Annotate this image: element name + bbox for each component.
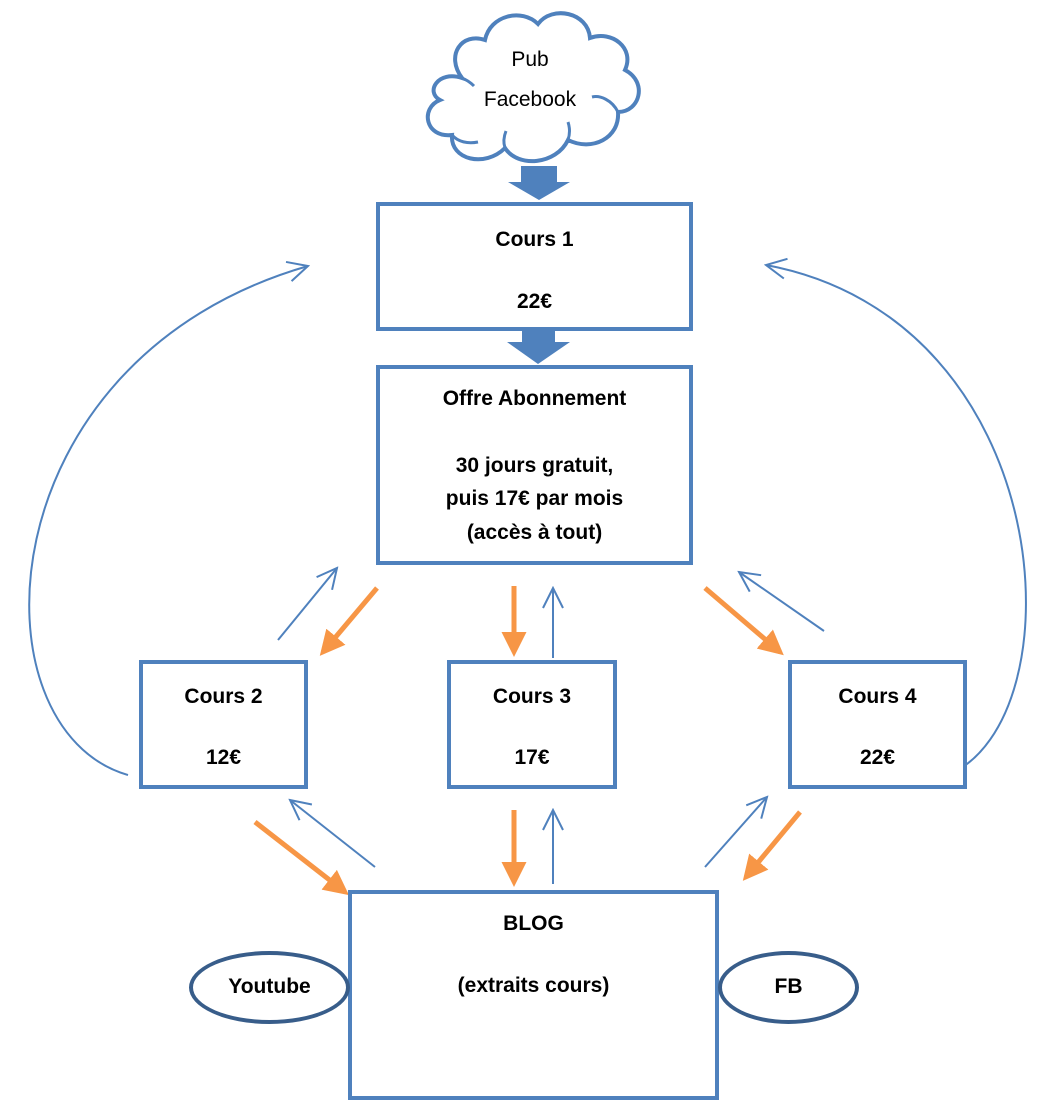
offre-box [376,365,693,565]
offre-title: Offre Abonnement [442,387,627,410]
youtube-label: Youtube [228,975,311,998]
blog-to-cours4-arrow [704,797,767,868]
offre-to-cours4-arrow [703,586,784,656]
cloud-label-line2: Facebook [483,88,577,111]
cours1-price: 22€ [516,290,553,313]
fb-oval [718,951,859,1024]
offre-line2: puis 17€ par mois [445,487,624,510]
cours3-price: 17€ [514,746,550,769]
cours3-box [447,660,617,789]
cours2-to-offre-arrow [277,568,337,641]
left-return-arc [28,266,308,776]
cours1-box [376,202,693,331]
blog-box [348,890,719,1100]
cloud-to-cours1-arrow [508,166,570,200]
offre-line3: (accès à tout) [466,521,603,544]
right-return-arc [766,265,1027,776]
cours4-to-blog-arrow [742,810,802,881]
blog-subtitle: (extraits cours) [457,974,610,997]
cours1-to-offre-arrow [507,330,570,364]
cours2-title: Cours 2 [184,685,263,708]
cours4-to-offre-arrow [739,572,825,632]
cours2-price: 12€ [205,746,242,769]
cours2-to-blog-arrow [253,820,349,896]
cours1-title: Cours 1 [495,228,574,251]
offre-to-cours2-arrow [319,586,379,656]
cours4-price: 22€ [859,746,896,769]
cloud-shape [425,11,641,164]
blog-title: BLOG [503,912,564,935]
blog-to-cours2-arrow [290,800,376,868]
cloud-label-line1: Pub [511,48,549,71]
cours4-box [788,660,967,789]
cours3-title: Cours 3 [492,685,572,708]
youtube-oval [189,951,350,1024]
cours4-title: Cours 4 [838,685,917,708]
fb-label: FB [774,975,803,998]
cours2-box [139,660,308,789]
offre-line1: 30 jours gratuit, [455,454,614,477]
